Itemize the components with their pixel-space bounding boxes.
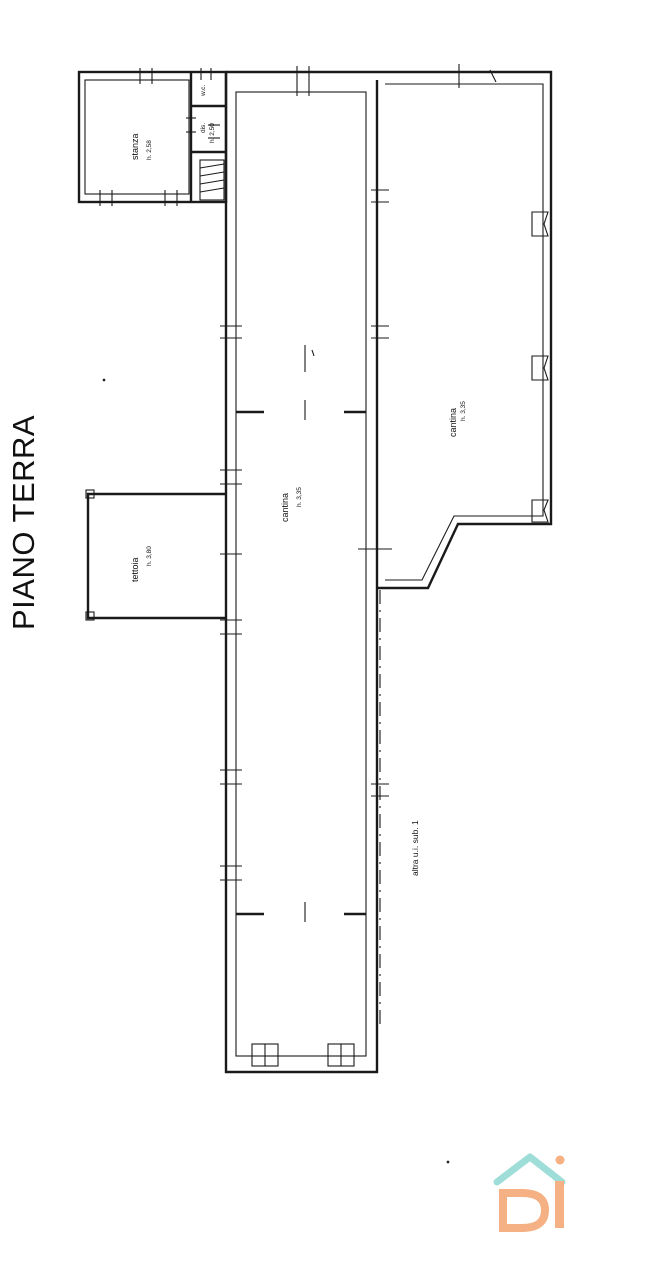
- dis-height: h. 2,50: [209, 123, 216, 143]
- stanza-name: stanza: [130, 133, 140, 160]
- cantina-main: cantina h. 3,35: [220, 66, 392, 1074]
- neighbor-label: altra u.i. sub. 1: [410, 820, 420, 876]
- house-logo-icon: [493, 1153, 566, 1232]
- wc-name: w.c.: [200, 85, 207, 97]
- tettoia-height: h. 3,80: [146, 546, 153, 566]
- dis-name: dis.: [200, 123, 207, 133]
- tettoia: tettoia h. 3,80: [85, 489, 226, 621]
- stanza-block: stanza h. 2,58 w.c. dis. h. 2,50: [77, 68, 228, 206]
- cantina-right: cantina h. 3,35: [377, 64, 553, 590]
- cantina-right-name: cantina: [448, 408, 458, 437]
- plan-marks: [102, 349, 450, 1164]
- neighbor-boundary: altra u.i. sub. 1: [379, 590, 420, 1028]
- cantina-right-height: h. 3,35: [460, 401, 467, 421]
- cantina-main-height: h. 3,35: [296, 487, 303, 507]
- tettoia-name: tettoia: [130, 557, 140, 582]
- cantina-main-name: cantina: [280, 493, 290, 522]
- plan-title: PIANO TERRA: [6, 415, 41, 630]
- stanza-height: h. 2,58: [146, 140, 153, 160]
